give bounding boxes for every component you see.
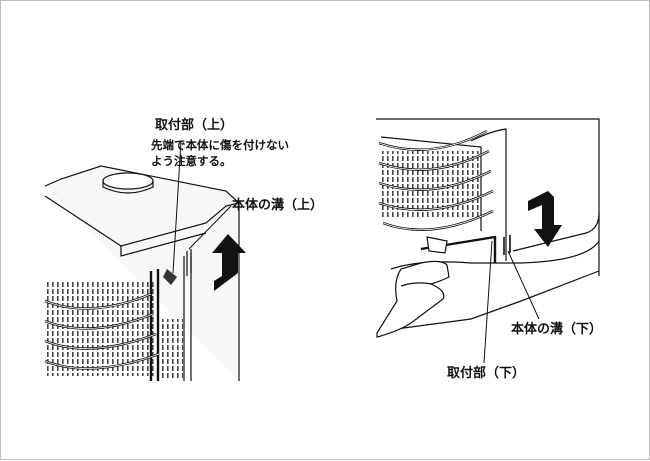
groove-upper-leader (188, 205, 232, 250)
mount-lower-leader (483, 240, 493, 364)
groove-upper-label: 本体の溝（上） (232, 198, 324, 213)
hand-illustration (376, 236, 450, 338)
groove-lower-label: 本体の溝（下） (511, 322, 603, 337)
caution-line-1: 先端で本体に傷を付けない (151, 138, 289, 152)
mount-upper-label: 取付部（上） (155, 118, 234, 133)
mount-upper-tip (163, 140, 182, 285)
caution-line-2: よう注意する。 (151, 154, 232, 168)
down-arrow-icon (528, 191, 562, 247)
left-side-vent-slots (161, 319, 183, 379)
up-arrow-icon (212, 234, 246, 291)
groove-lower-leader (507, 250, 540, 320)
left-heater-body (44, 165, 240, 381)
mount-lower-label: 取付部（下） (447, 366, 526, 381)
